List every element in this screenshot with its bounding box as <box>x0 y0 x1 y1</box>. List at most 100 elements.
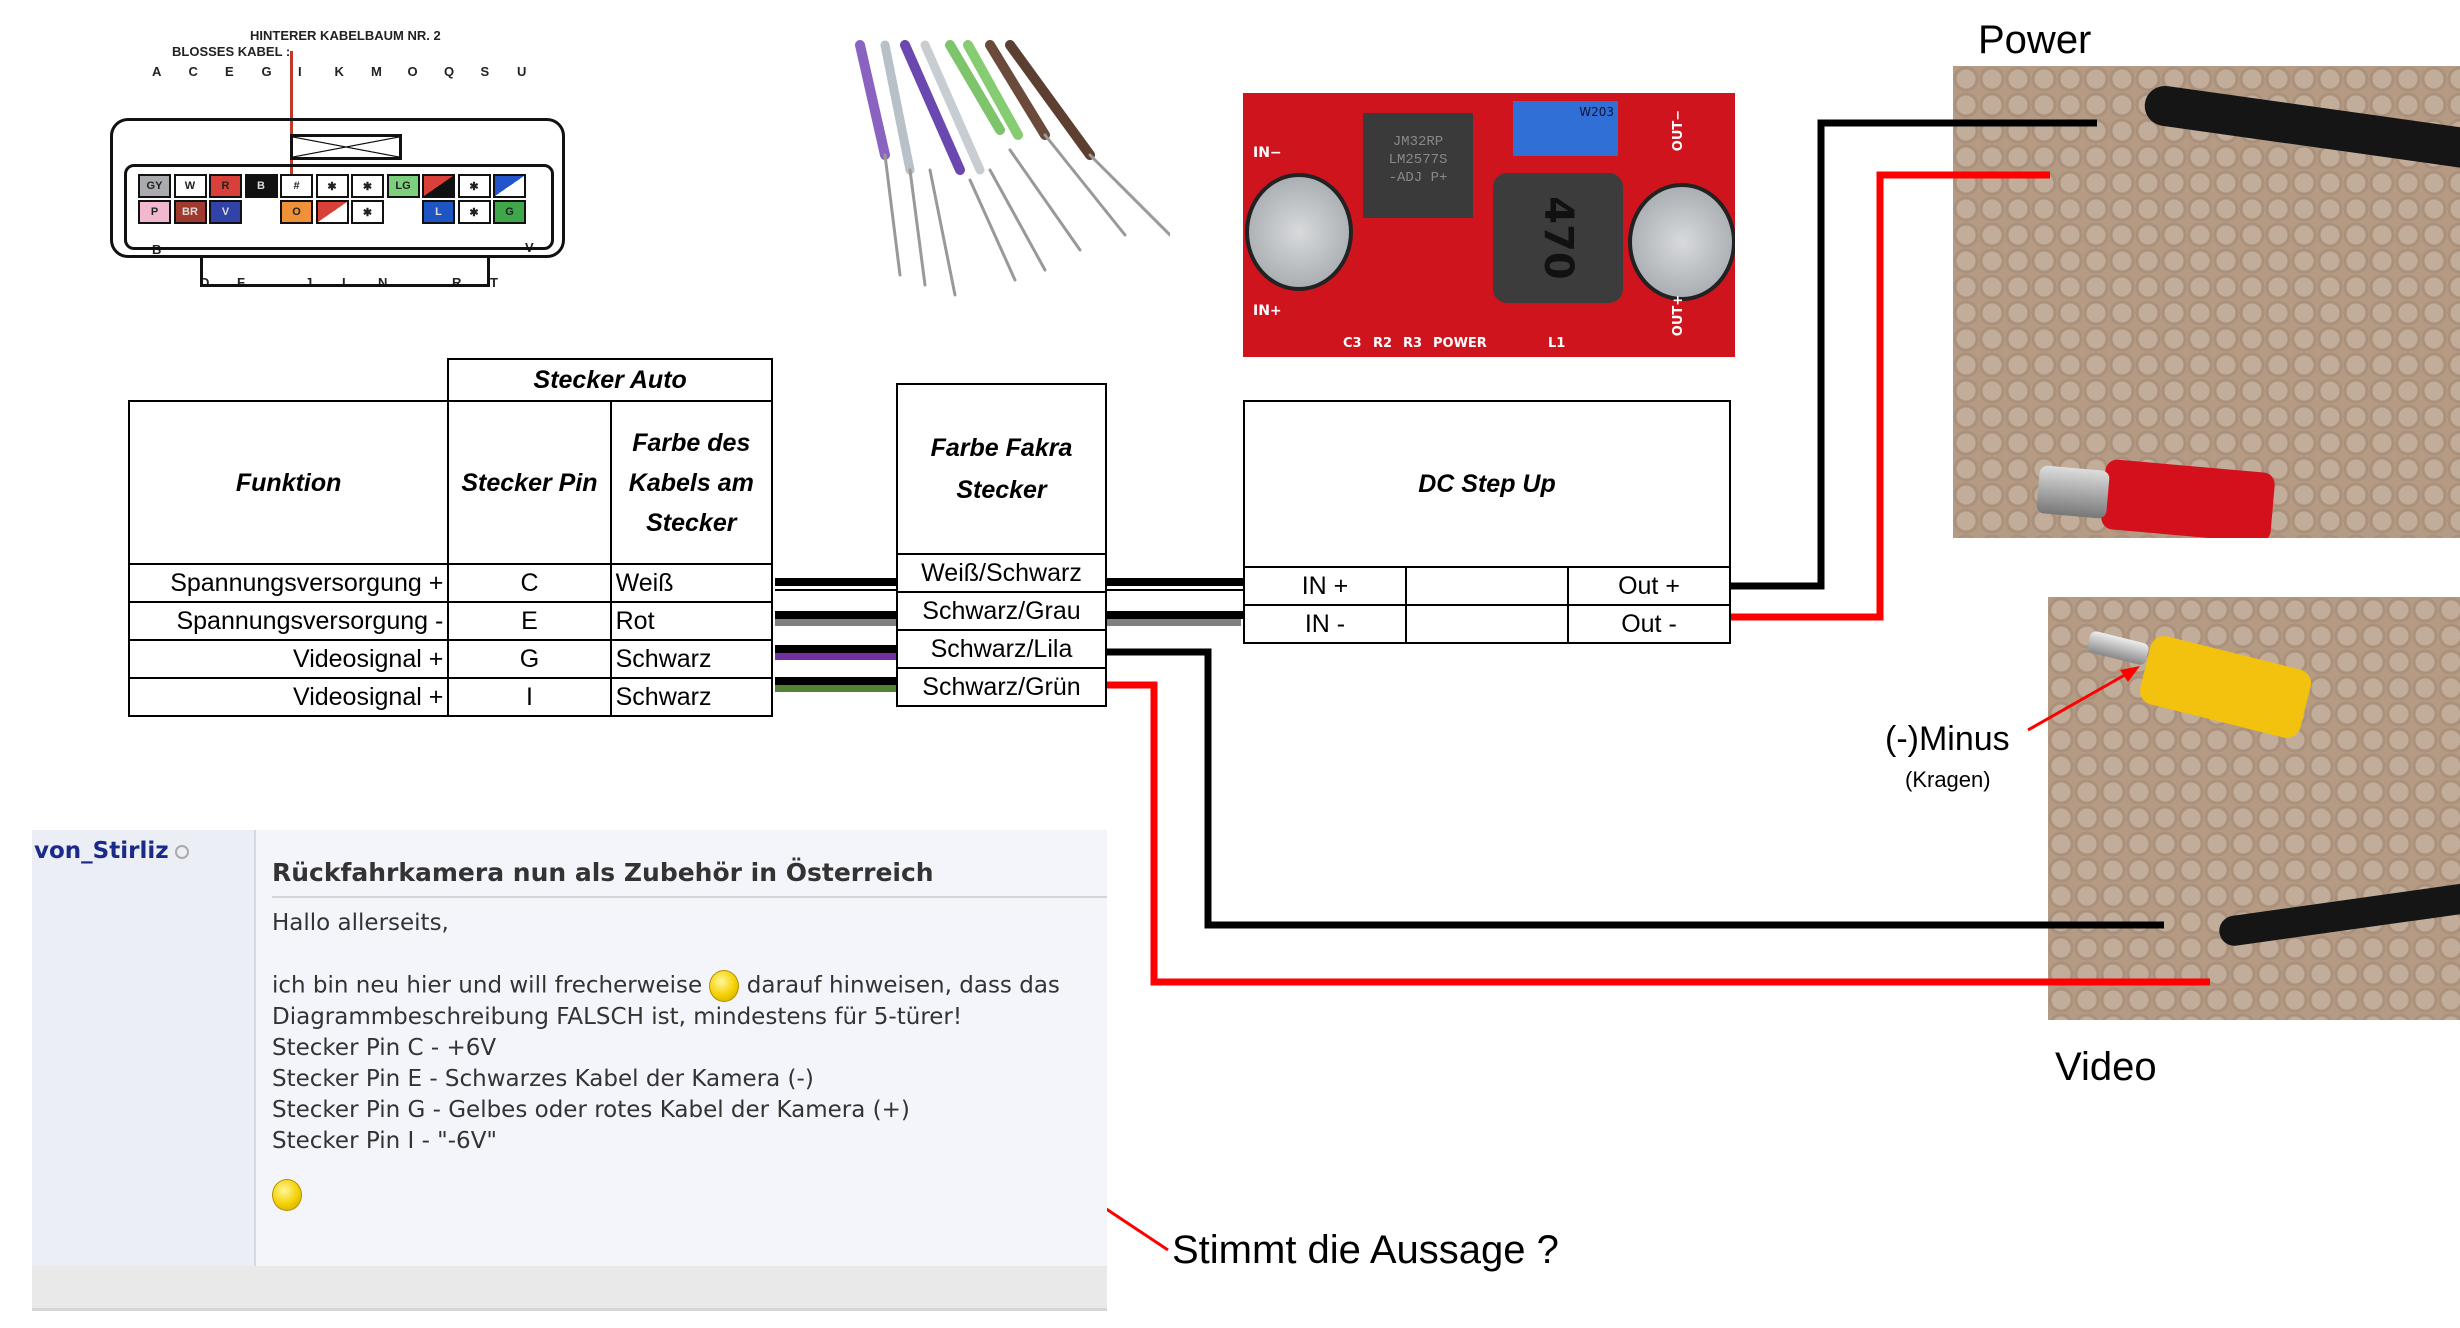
wire-video-plus <box>1107 681 2210 986</box>
rca-pin <box>2086 630 2150 666</box>
table-row: Schwarz/Grau <box>896 591 1107 631</box>
pin-label-g: G <box>261 64 272 79</box>
post-greeting: Hallo allerseits, <box>272 910 449 936</box>
table-row: IN - Out - <box>1243 604 1731 644</box>
pin-label-i: I <box>298 64 302 79</box>
wire-i-black <box>775 677 896 685</box>
header-funktion: Funktion <box>127 400 450 565</box>
pin-cell: R <box>209 174 242 198</box>
cell-mid <box>1405 566 1569 606</box>
post-title: Rückfahrkamera nun als Zubehör in Österr… <box>272 858 934 887</box>
blank-wire-marker-line <box>290 51 293 176</box>
connector-bottom-key <box>200 257 490 287</box>
wire-fakra-in-minus-grey <box>1107 619 1241 626</box>
connector-latch-box <box>290 134 402 160</box>
power-cable-photo <box>1953 66 2460 538</box>
header-fakra: Farbe Fakra Stecker <box>896 383 1107 555</box>
pin-label-s: S <box>480 64 490 79</box>
pin-cell: ✱ <box>457 174 491 198</box>
cell-fakra: Schwarz/Grau <box>896 591 1107 631</box>
cell-pin: C <box>447 563 612 603</box>
pin-label-c: C <box>188 64 198 79</box>
pin-cell: ✱ <box>351 174 384 198</box>
wire-e-black <box>775 611 896 619</box>
table-row: Schwarz/Lila <box>896 629 1107 669</box>
pin-cell: G <box>493 200 526 224</box>
post-footer <box>32 1266 1107 1308</box>
pin-label-f: F <box>237 275 245 290</box>
pin-cell: ✱ <box>457 200 491 224</box>
pin-cell: # <box>280 174 313 198</box>
label-r3: R3 <box>1403 336 1423 351</box>
table-row: Spannungsversorgung - E Rot <box>127 601 774 641</box>
chip-text-3: -ADJ P+ <box>1388 170 1448 186</box>
ic-chip: JM32RP LM2577S -ADJ P+ <box>1363 113 1473 218</box>
label-c3: C3 <box>1343 336 1362 351</box>
header-farbe: Farbe des Kabels am Stecker <box>609 400 774 565</box>
pin-cell: W <box>173 174 207 198</box>
inductor-l1: 470 <box>1493 173 1623 303</box>
cell-funktion: Videosignal + <box>127 677 450 717</box>
table-row: IN + Out + <box>1243 566 1731 606</box>
potentiometer: W203 <box>1513 101 1618 156</box>
inductor-text: 470 <box>1535 196 1581 280</box>
post-line-3: Stecker Pin C - +6V <box>272 1035 497 1061</box>
pin-label-d: D <box>200 275 210 290</box>
pin-label-n: N <box>378 275 388 290</box>
cap-c1 <box>1245 173 1353 291</box>
dc-step-up-board-photo: JM32RP LM2577S -ADJ P+ 470 W203 IN− IN+ … <box>1243 93 1735 357</box>
question-annotation: Stimmt die Aussage ? <box>1172 1228 1559 1272</box>
pin-cell <box>422 174 455 198</box>
forum-post: von_Stirliz Rückfahrkamera nun als Zubeh… <box>32 830 1107 1311</box>
pin-cell <box>493 174 526 198</box>
pin-cell <box>315 200 349 224</box>
cap-c2 <box>1628 183 1735 301</box>
wire-video-minus <box>1107 648 2164 929</box>
pin-cell: BR <box>173 200 207 224</box>
label-l1: L1 <box>1548 336 1566 351</box>
post-body: Hallo allerseits, ich bin neu hier und w… <box>272 908 1060 1211</box>
cell-out: Out - <box>1567 604 1731 644</box>
empty-corner <box>129 359 448 401</box>
table-row: Videosignal + G Schwarz <box>127 639 774 679</box>
header-stecker-pin: Stecker Pin <box>447 400 612 565</box>
connector-pinout-diagram: HINTERER KABELBAUM NR. 2 BLOSSES KABEL :… <box>100 20 580 295</box>
video-label: Video <box>2055 1045 2157 1089</box>
label-out-plus: OUT+ <box>1671 294 1687 337</box>
cell-fakra: Weiß/Schwarz <box>896 553 1107 593</box>
pin-cell: P <box>138 200 171 224</box>
dc-plug-barrel <box>2036 465 2110 519</box>
connector-inner-frame <box>124 164 554 250</box>
table-row: Videosignal + I Schwarz <box>127 677 774 717</box>
pin-cell: L <box>422 200 455 224</box>
pin-label-r: R <box>452 275 462 290</box>
power-cable <box>2142 83 2460 179</box>
username-link[interactable]: von_Stirliz <box>34 838 169 864</box>
cell-pin: E <box>447 601 612 641</box>
pin-label-m: M <box>371 64 382 79</box>
post-line-2: Diagrammbeschreibung FALSCH ist, mindest… <box>272 1004 963 1030</box>
offline-status-icon <box>174 844 189 859</box>
table-row: Spannungsversorgung + C Weiß <box>127 563 774 603</box>
pin-label-l: L <box>342 275 350 290</box>
post-line-5: Stecker Pin G - Gelbes oder rotes Kabel … <box>272 1097 910 1123</box>
dc-plug-red <box>2100 458 2276 538</box>
post-author[interactable]: von_Stirliz <box>34 838 189 864</box>
label-r2: R2 <box>1373 336 1393 351</box>
cell-farbe: Rot <box>609 601 774 641</box>
wire-c-black <box>775 578 896 586</box>
pin-label-k: K <box>334 64 344 79</box>
cell-out: Out + <box>1567 566 1731 606</box>
pin-cell: ✱ <box>315 174 349 198</box>
pin-label-u: U <box>517 64 527 79</box>
chip-text-2: LM2577S <box>1388 152 1448 168</box>
cell-pin: G <box>447 639 612 679</box>
pin-label-e: E <box>225 64 234 79</box>
cell-in: IN + <box>1243 566 1407 606</box>
wire-i-green <box>775 685 896 692</box>
post-line-1: ich bin neu hier und will frecherweise d… <box>272 970 1060 1002</box>
rca-plug-yellow <box>2136 633 2315 741</box>
cell-mid <box>1405 604 1569 644</box>
wire-fakra-in-plus <box>1107 578 1243 586</box>
dc-step-up-table: DC Step Up IN + Out + IN - Out - <box>1243 400 1731 644</box>
